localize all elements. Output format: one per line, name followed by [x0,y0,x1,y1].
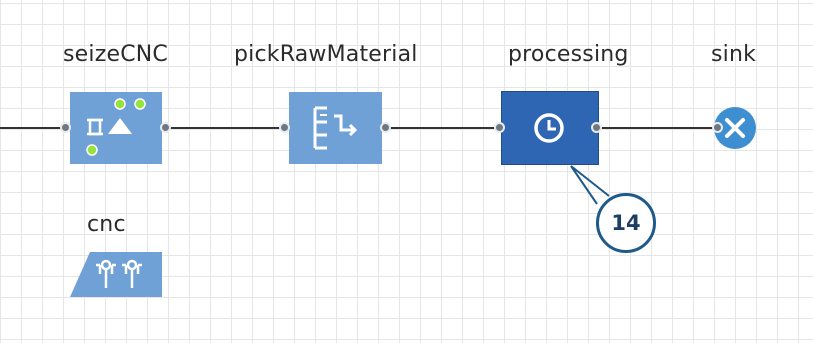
clock-icon [502,92,598,164]
callout-badge: 14 [596,193,656,253]
seize-in-port[interactable] [60,122,71,133]
connector-seize-pick[interactable] [166,127,286,129]
processing-block[interactable] [502,92,598,164]
sink-label: sink [711,42,757,67]
seize-block[interactable] [70,92,162,164]
pick-label: pickRawMaterial [234,42,418,67]
processing-out-port[interactable] [591,122,602,133]
pick-in-port[interactable] [279,122,290,133]
connector-processing-sink[interactable] [596,127,718,129]
processing-label: processing [508,42,629,67]
callout-pointer [570,165,610,205]
processing-in-port[interactable] [494,122,505,133]
callout-number: 14 [611,211,641,235]
seize-icon [70,92,162,164]
pick-out-port[interactable] [380,122,391,133]
pick-block[interactable] [289,92,382,164]
pickup-icon [289,92,382,164]
seize-label: seizeCNC [63,42,168,67]
seize-out-port[interactable] [160,122,171,133]
x-icon [714,107,756,149]
connector-in[interactable] [0,127,66,129]
connector-pick-processing[interactable] [386,127,502,129]
cnc-label: cnc [87,212,126,237]
sink-block[interactable] [713,106,757,150]
cnc-block[interactable] [70,252,162,297]
resource-pool-icon [70,252,162,297]
sink-in-port[interactable] [712,122,723,133]
